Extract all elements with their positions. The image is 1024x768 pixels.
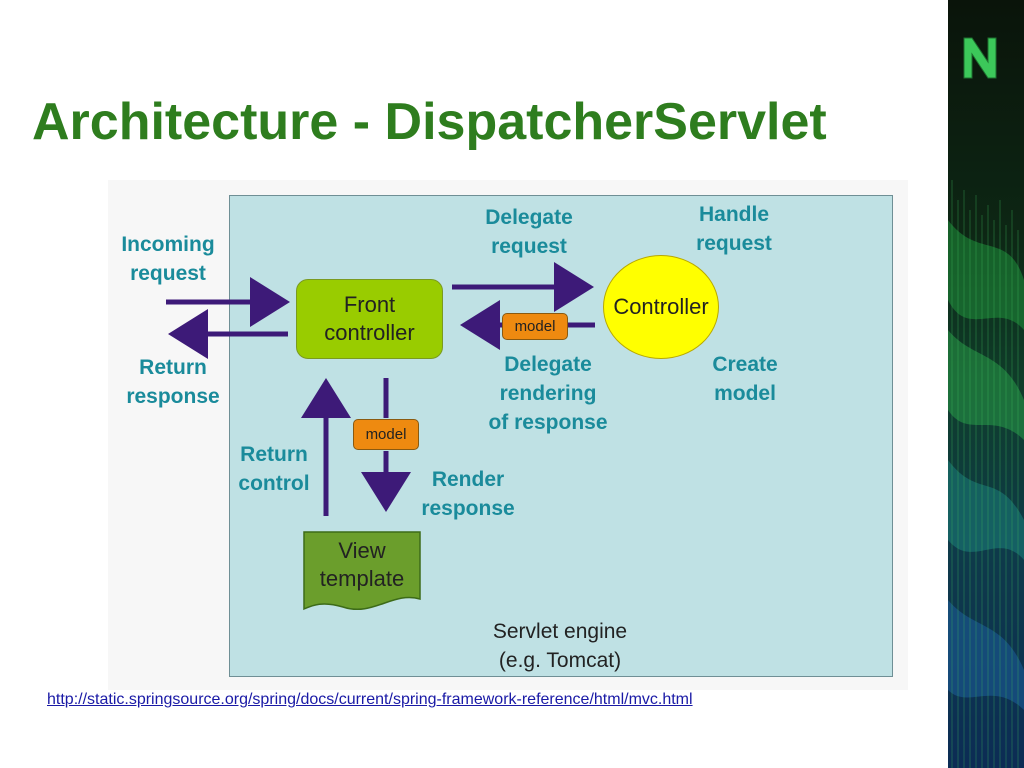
document-shape bbox=[303, 531, 421, 611]
page-title: Architecture - DispatcherServlet bbox=[32, 93, 827, 151]
label-delegate-rendering: Delegate rendering of response bbox=[488, 353, 608, 434]
servlet-engine-label: Servlet engine (e.g. Tomcat) bbox=[492, 620, 628, 672]
model-tag-vertical: model bbox=[353, 419, 419, 450]
wave-pattern bbox=[948, 37, 1024, 768]
controller-circle: Controller bbox=[603, 255, 719, 359]
label-incoming-request: Incoming request bbox=[121, 233, 215, 285]
label-render-response: Render response bbox=[421, 468, 515, 520]
label-create-model: Create model bbox=[712, 353, 778, 405]
n-letter-logo-icon bbox=[963, 37, 997, 79]
view-template-document: View template bbox=[303, 531, 421, 613]
label-return-control: Return control bbox=[238, 443, 310, 495]
label-delegate-request: Delegate request bbox=[485, 206, 573, 258]
label-return-response: Return response bbox=[126, 356, 220, 408]
model-tag-horizontal: model bbox=[502, 313, 568, 340]
front-controller-box: Front controller bbox=[296, 279, 443, 359]
flow-arrows bbox=[166, 262, 595, 516]
source-link[interactable]: http://static.springsource.org/spring/do… bbox=[47, 691, 693, 708]
label-handle-request: Handle request bbox=[696, 203, 772, 255]
decorative-side-panel bbox=[948, 0, 1024, 768]
view-template-label: View template bbox=[319, 538, 405, 591]
